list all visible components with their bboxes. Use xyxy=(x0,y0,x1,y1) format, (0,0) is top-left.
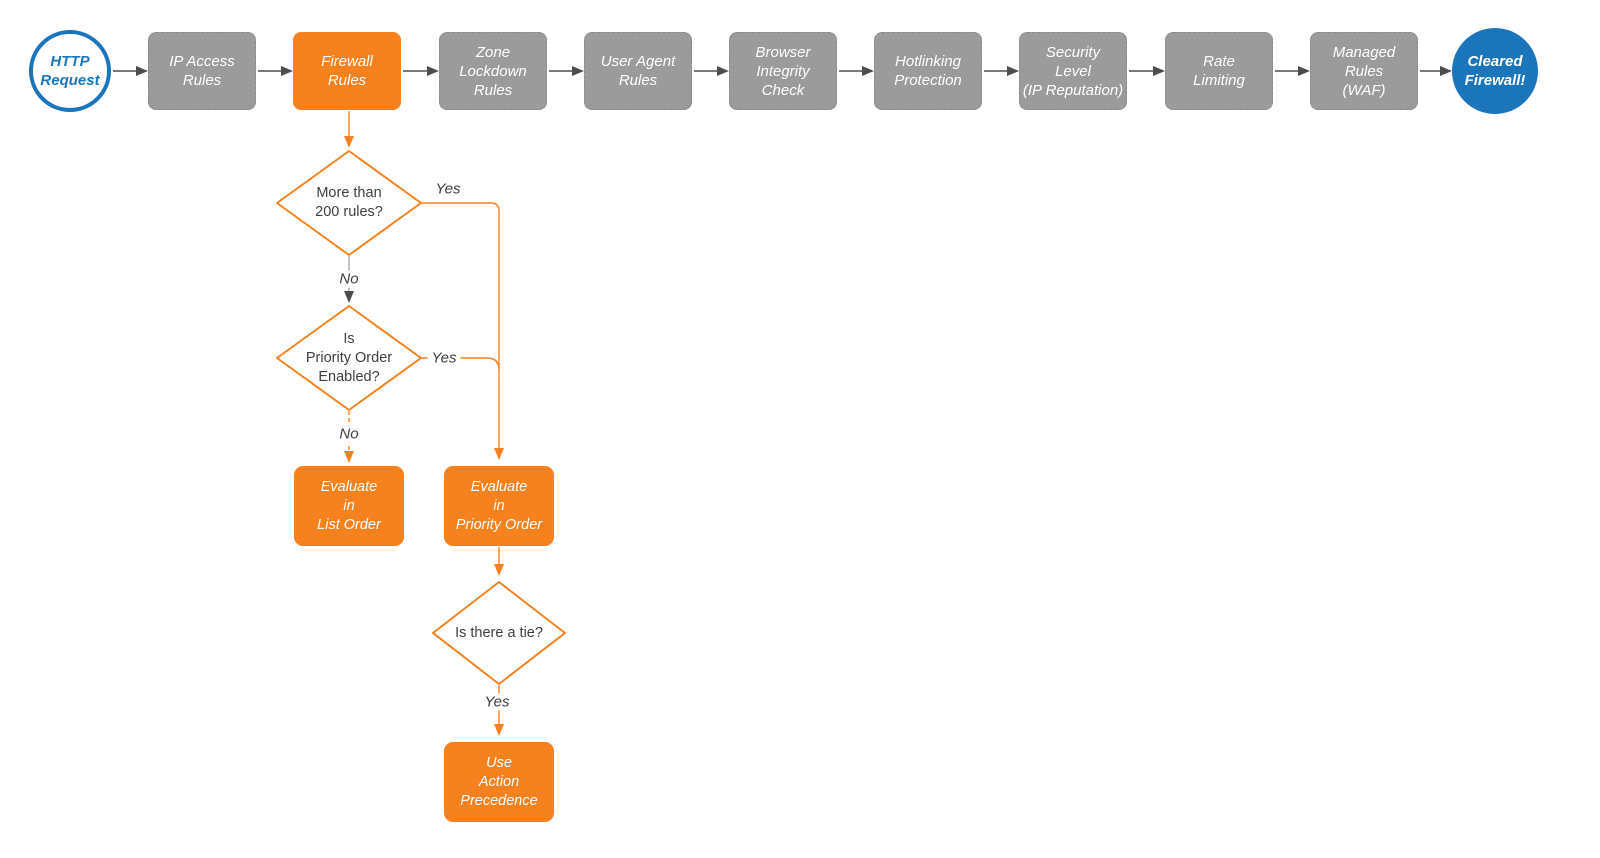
edge-label-no-200-rules: No xyxy=(335,270,363,288)
decision-priority-order-shape xyxy=(276,305,422,411)
edge-yes-to-evaluate-priority-order xyxy=(421,202,504,460)
decision-text: More than 200 rules? xyxy=(315,185,383,220)
action-use-action-precedence: Use Action Precedence xyxy=(444,742,554,822)
stage-label: Rate Limiting xyxy=(1193,53,1245,89)
decision-text: Is there a tie? xyxy=(455,624,543,641)
stage-label: Hotlinking Protection xyxy=(894,53,962,89)
decision-200-rules-shape xyxy=(276,150,422,256)
stage-ip-access-rules: IP Access Rules xyxy=(148,32,256,110)
action-evaluate-list-order: Evaluate in List Order xyxy=(294,466,404,546)
decision-priority-order-label: Is Priority Order Enabled? xyxy=(279,318,419,398)
stage-label: Managed Rules (WAF) xyxy=(1332,43,1396,99)
edge-label-yes-tie: Yes xyxy=(480,693,514,711)
stage-label: Zone Lockdown Rules xyxy=(459,43,527,99)
decision-tie-shape xyxy=(432,581,566,685)
stage-label: Browser Integrity Check xyxy=(755,43,811,99)
edge-label-yes-priority-order: Yes xyxy=(427,349,461,367)
action-label: Use Action Precedence xyxy=(460,754,538,809)
stage-hotlinking-protection: Hotlinking Protection xyxy=(874,32,982,110)
stage-user-agent-rules: User Agent Rules xyxy=(584,32,692,110)
stage-rate-limiting: Rate Limiting xyxy=(1165,32,1273,110)
end-node-cleared-firewall: Cleared Firewall! xyxy=(1452,28,1538,114)
action-label: Evaluate in List Order xyxy=(317,478,381,533)
end-node-label: Cleared Firewall! xyxy=(1464,53,1526,89)
decision-tie-label: Is there a tie? xyxy=(429,593,569,673)
start-node-http-request: HTTP Request xyxy=(29,30,111,112)
stage-label: Security Level (IP Reputation) xyxy=(1022,43,1124,99)
stage-firewall-rules: Firewall Rules xyxy=(293,32,401,110)
action-evaluate-priority-order: Evaluate in Priority Order xyxy=(444,466,554,546)
stage-label: IP Access Rules xyxy=(169,53,235,89)
decision-200-rules-label: More than 200 rules? xyxy=(279,163,419,243)
decision-text: Is Priority Order Enabled? xyxy=(305,330,393,385)
start-node-label: HTTP Request xyxy=(40,53,100,89)
action-label: Evaluate in Priority Order xyxy=(455,478,543,533)
stage-managed-rules-waf: Managed Rules (WAF) xyxy=(1310,32,1418,110)
edge-label-no-priority-order: No xyxy=(335,425,363,443)
stage-security-level: Security Level (IP Reputation) xyxy=(1019,32,1127,110)
stage-browser-integrity-check: Browser Integrity Check xyxy=(729,32,837,110)
edge-yes-merge-to-priority-line xyxy=(421,357,500,371)
edge-label-yes-200-rules: Yes xyxy=(431,180,465,198)
stage-label: Firewall Rules xyxy=(321,53,373,89)
stage-zone-lockdown-rules: Zone Lockdown Rules xyxy=(439,32,547,110)
stage-label: User Agent Rules xyxy=(600,53,676,89)
